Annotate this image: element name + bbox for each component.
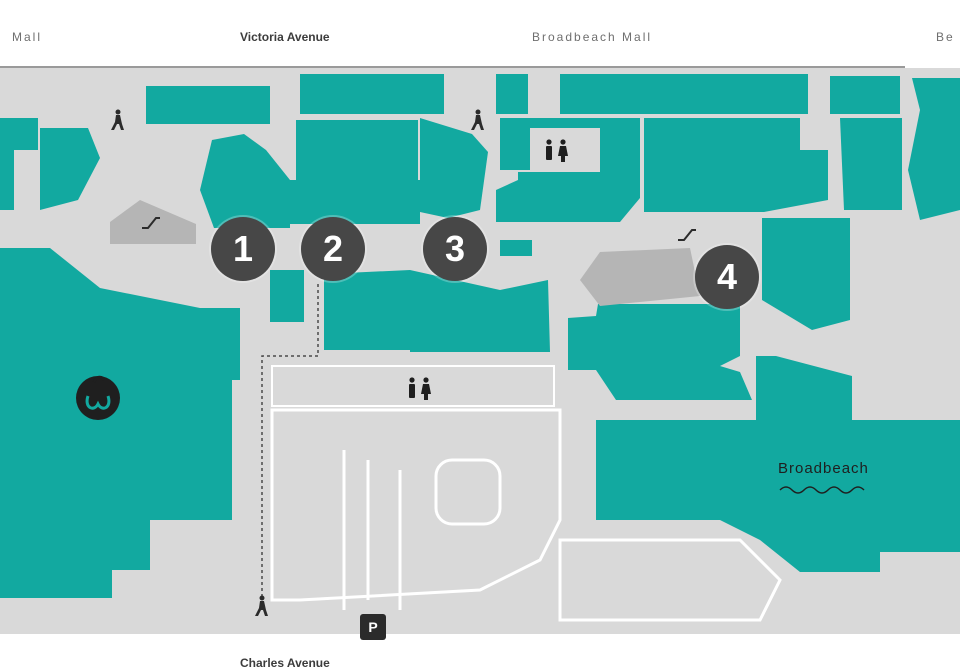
store-mid-2 (324, 270, 410, 350)
store-tr-8 (908, 78, 960, 220)
store-tr-6 (830, 76, 900, 114)
carpark-outline (271, 365, 555, 407)
store-tr-7 (840, 118, 902, 210)
store-tr-3 (496, 118, 640, 222)
woolworths-logo-icon (76, 375, 120, 420)
entrance-marker-4[interactable]: 4 (695, 245, 759, 309)
store-left-mid (40, 128, 100, 210)
street-label-broadbeach-mall: Broadbeach Mall (532, 30, 653, 44)
carpark-exit (558, 538, 782, 622)
store-tr-5 (764, 118, 828, 212)
store-woolworths (0, 248, 240, 598)
street-label-victoria-avenue: Victoria Avenue (240, 30, 330, 44)
store-top-5 (290, 180, 420, 224)
broadbeach-logo-text: Broadbeach (778, 460, 869, 477)
restroom-icon (546, 139, 568, 162)
street-label-partial: Be (936, 30, 955, 44)
escalator-icon (678, 229, 696, 241)
escalator-icon (142, 217, 160, 229)
escalator-area-2 (580, 248, 700, 306)
store-mid-4 (500, 240, 532, 256)
parking-icon[interactable]: P (360, 614, 386, 640)
restroom-icon (409, 377, 431, 400)
store-top-4 (296, 120, 418, 180)
store-top-3 (300, 74, 444, 114)
street-label-mall: Mall (12, 30, 43, 44)
entrance-marker-2[interactable]: 2 (301, 217, 365, 281)
store-top-2 (200, 134, 290, 228)
store-tr-2 (560, 74, 808, 114)
store-left-strip (0, 150, 14, 210)
broadbeach-wave-icon (779, 486, 865, 494)
store-mid-3 (410, 270, 550, 352)
store-tr-4 (644, 118, 764, 212)
store-broadbeach (596, 356, 960, 572)
pedestrian-icon (111, 109, 124, 130)
pedestrian-icon (471, 109, 484, 130)
store-mid-6 (762, 218, 850, 330)
entrance-marker-3[interactable]: 3 (423, 217, 487, 281)
street-label-charles-avenue: Charles Avenue (240, 656, 330, 670)
store-top-6 (420, 118, 488, 218)
entrance-marker-1[interactable]: 1 (211, 217, 275, 281)
store-mid-5 (568, 304, 752, 400)
store-top-1 (146, 86, 270, 124)
carpark-road-1 (270, 408, 562, 602)
carpark-lane (342, 450, 402, 610)
pedestrian-icon (255, 595, 268, 616)
store-mid-1 (270, 270, 304, 322)
store-tr-1 (496, 74, 528, 114)
store-left-upper (0, 118, 38, 150)
walkway-dotted (261, 284, 319, 600)
carpark-island (434, 458, 502, 526)
top-border (0, 66, 905, 68)
